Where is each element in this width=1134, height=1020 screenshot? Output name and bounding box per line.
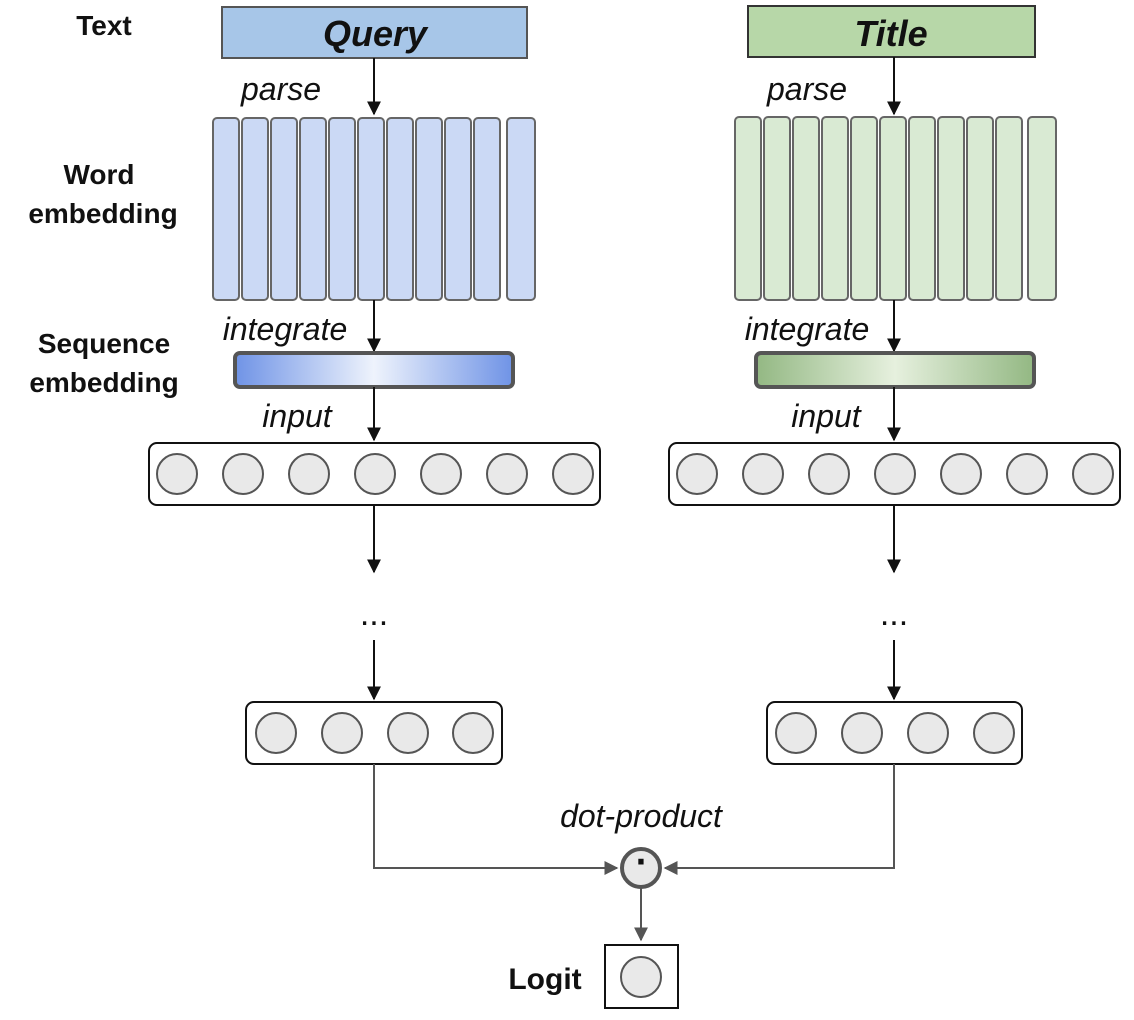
title-word-column: [908, 116, 936, 301]
title-output-layer: [766, 701, 1023, 765]
query-input-layer: [148, 442, 601, 506]
title-output-neuron: [841, 712, 883, 754]
query-output-neuron: [387, 712, 429, 754]
title-output-neuron: [973, 712, 1015, 754]
title-input-layer: [668, 442, 1121, 506]
query-input-neuron: [552, 453, 594, 495]
query-input-neuron: [156, 453, 198, 495]
title-word-column: [937, 116, 965, 301]
query-text-box: [221, 6, 528, 59]
title-input-neuron: [940, 453, 982, 495]
title-word-column: [821, 116, 849, 301]
query-sequence-embedding: [233, 351, 515, 389]
row-label-word-embedding-line2: embedding: [28, 198, 177, 229]
row-label-sequence-embedding-line1: Sequence: [38, 328, 170, 359]
title-output-neuron: [907, 712, 949, 754]
tower-query: Query parse integrate input: [148, 6, 601, 765]
query-output-neuron: [321, 712, 363, 754]
query-word-embedding-matrix: [212, 117, 536, 301]
title-word-column: [734, 116, 762, 301]
title-word-column: [763, 116, 791, 301]
query-word-column: [444, 117, 472, 301]
title-ellipsis: ...: [880, 595, 908, 633]
query-word-column: [506, 117, 536, 301]
query-word-column: [415, 117, 443, 301]
row-label-text: Text: [76, 10, 132, 41]
dot-product-label: dot-product: [560, 798, 723, 834]
title-word-column: [1027, 116, 1057, 301]
query-word-column: [357, 117, 385, 301]
title-input-neuron: [676, 453, 718, 495]
query-input-neuron: [486, 453, 528, 495]
tower-title: Title parse integrate input: [668, 5, 1121, 765]
query-input-neuron: [354, 453, 396, 495]
query-word-column: [386, 117, 414, 301]
query-ellipsis: ...: [360, 595, 388, 633]
title-to-dot-connector: [663, 764, 895, 875]
title-input-neuron: [1006, 453, 1048, 495]
query-parse-label: parse: [240, 71, 321, 107]
query-word-column: [241, 117, 269, 301]
title-input-neuron: [742, 453, 784, 495]
query-input-neuron: [222, 453, 264, 495]
title-text-box: [747, 5, 1036, 58]
title-word-column: [850, 116, 878, 301]
title-word-column: [995, 116, 1023, 301]
query-input-neuron: [420, 453, 462, 495]
row-label-sequence-embedding-line2: embedding: [29, 367, 178, 398]
title-integrate-label: integrate: [745, 311, 870, 347]
query-word-column: [212, 117, 240, 301]
row-label-word-embedding-line1: Word: [63, 159, 134, 190]
title-input-neuron: [874, 453, 916, 495]
title-text-label: Title: [854, 13, 927, 54]
title-sequence-embedding: [754, 351, 1036, 389]
title-input-label: input: [791, 398, 862, 434]
logit-neuron: [620, 956, 662, 998]
dot-product-symbol: ·: [635, 845, 646, 880]
query-to-dot-connector: [373, 764, 619, 875]
title-input-neuron: [808, 453, 850, 495]
query-integrate-label: integrate: [223, 311, 348, 347]
query-word-column: [328, 117, 356, 301]
query-text-label: Query: [323, 13, 429, 54]
title-word-column: [966, 116, 994, 301]
query-output-layer: [245, 701, 503, 765]
logit-label: Logit: [508, 963, 581, 996]
query-word-column: [473, 117, 501, 301]
title-parse-label: parse: [766, 71, 847, 107]
title-input-neuron: [1072, 453, 1114, 495]
title-word-column: [792, 116, 820, 301]
query-word-column: [299, 117, 327, 301]
title-output-neuron: [775, 712, 817, 754]
query-output-neuron: [255, 712, 297, 754]
query-input-neuron: [288, 453, 330, 495]
title-word-column: [879, 116, 907, 301]
query-output-neuron: [452, 712, 494, 754]
query-input-label: input: [262, 398, 333, 434]
title-word-embedding-matrix: [734, 116, 1057, 301]
query-word-column: [270, 117, 298, 301]
